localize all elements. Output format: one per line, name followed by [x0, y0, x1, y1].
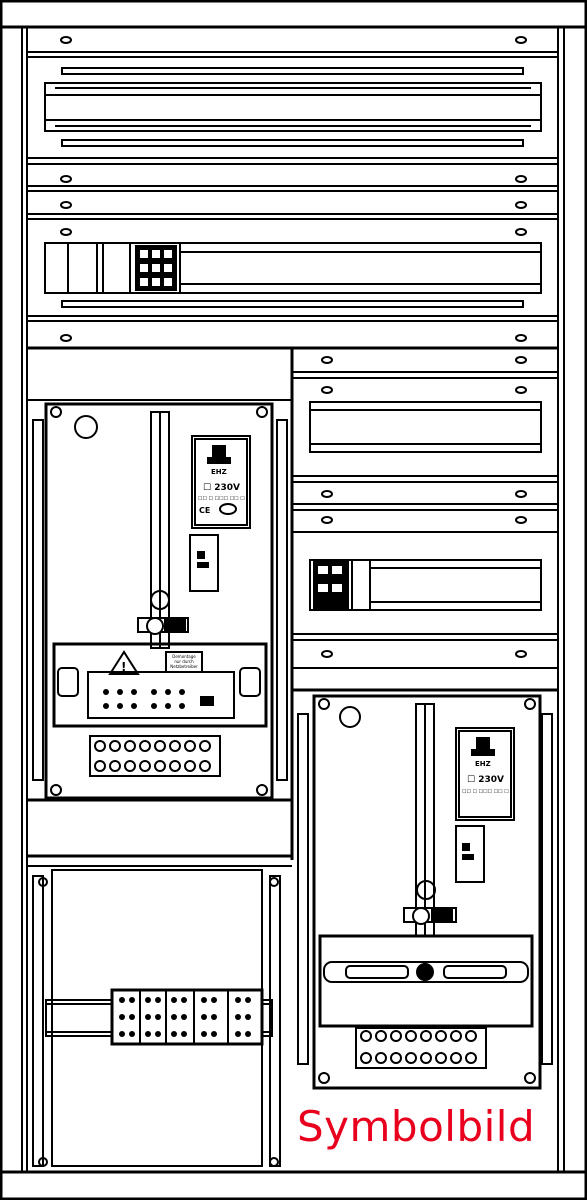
meter-field-right: EHZ ☐ 230V ☐☐ ☐ ☐☐☐ ☐☐ ☐ [297, 694, 553, 1090]
meter-2-spec: ☐☐ ☐ ☐☐☐ ☐☐ ☐ [462, 789, 509, 795]
sls-breaker-module [309, 559, 371, 611]
meter-2-voltage: ☐ 230V [467, 775, 504, 785]
warning-line-3: Netzbetreiber [170, 664, 198, 669]
svg-text:!: ! [121, 660, 126, 674]
symbolbild-watermark: Symbolbild [297, 1102, 536, 1151]
top-din-section-1 [27, 36, 558, 183]
terminal-field-bottom-left [27, 865, 292, 1167]
meter-1-ce: CE [199, 506, 210, 515]
warning-line-1: Demontage [172, 654, 196, 659]
meter-1-brand: EHZ [211, 468, 227, 476]
right-din-field [292, 356, 558, 692]
top-din-section-2 [27, 185, 558, 342]
meter-1-voltage: ☐ 230V [203, 483, 240, 493]
warning-line-2: nur durch [174, 659, 194, 664]
meter-1-spec: ☐☐ ☐ ☐☐☐ ☐☐ ☐ [198, 496, 245, 502]
meter-field-left: EHZ ☐ 230V ☐☐ ☐ ☐☐☐ ☐☐ ☐ CE ! Demontage … [27, 348, 294, 860]
main-switch-module [44, 242, 181, 294]
meter-2-brand: EHZ [475, 760, 491, 768]
